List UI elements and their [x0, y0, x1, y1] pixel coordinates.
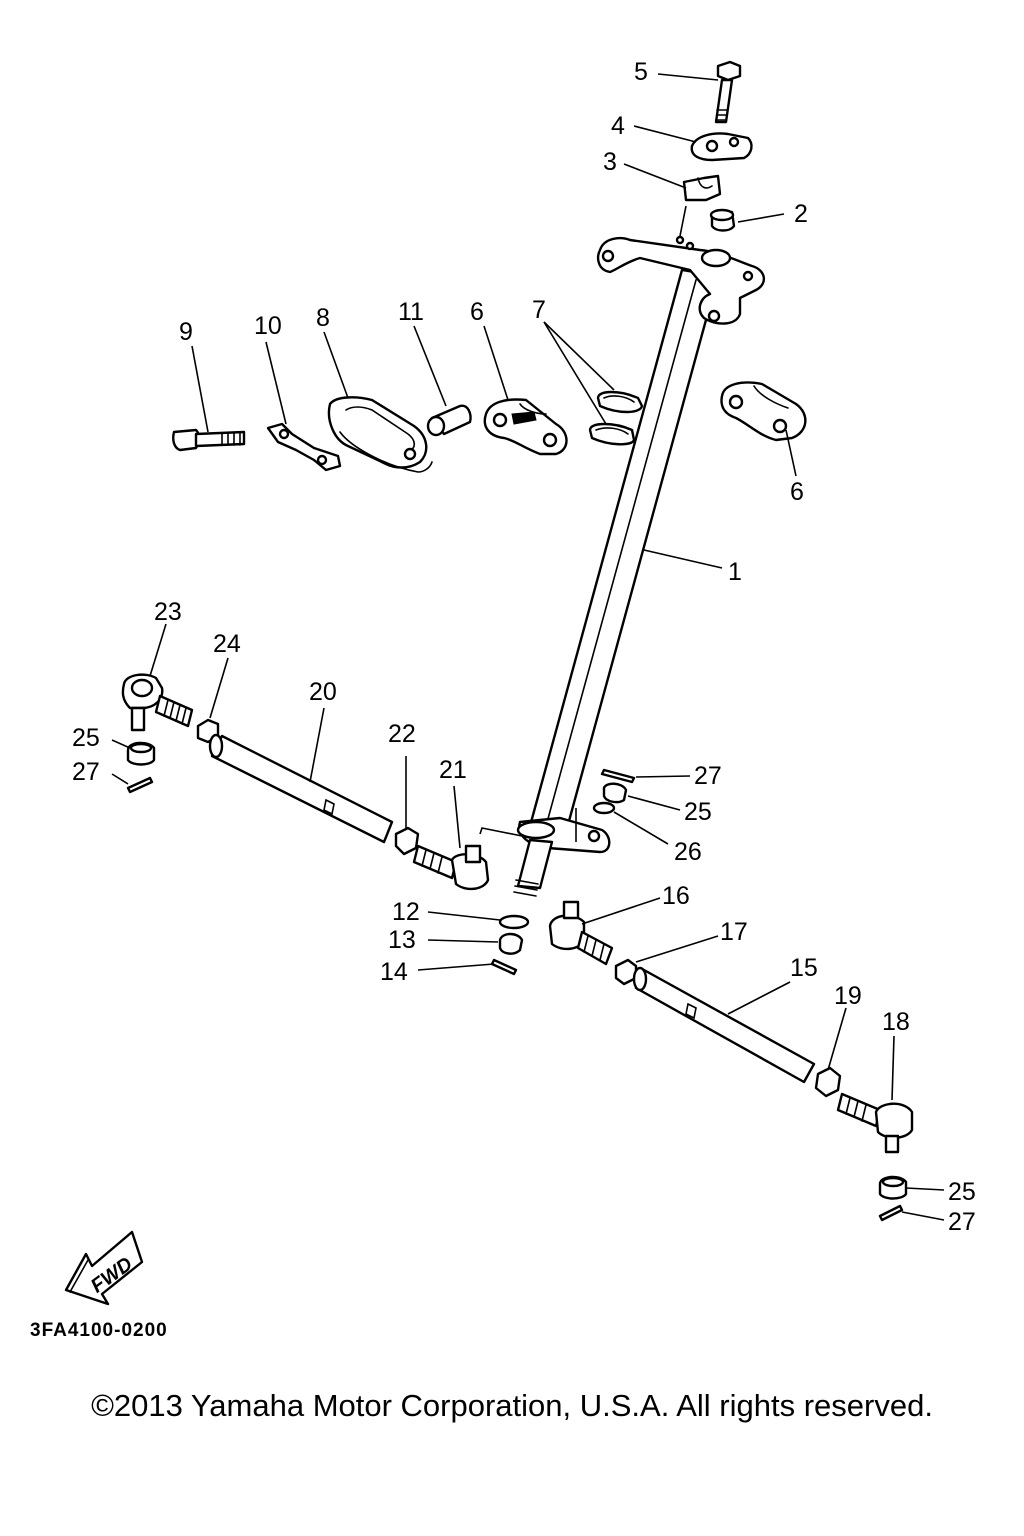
callout-22: 22	[388, 720, 416, 748]
cotter-27-right	[878, 1204, 904, 1222]
callout-20: 20	[309, 678, 337, 706]
fwd-arrow-icon: FWD	[64, 1230, 144, 1306]
callout-8: 8	[316, 304, 330, 332]
callout-17: 17	[720, 918, 748, 946]
callout-25-left: 25	[72, 724, 100, 752]
callout-21: 21	[439, 756, 467, 784]
callout-16: 16	[662, 882, 690, 910]
callout-25-mid: 25	[684, 798, 712, 826]
washer-26	[592, 801, 616, 815]
washer-12	[498, 914, 530, 930]
copyright-notice: ©2013 Yamaha Motor Corporation, U.S.A. A…	[91, 1388, 933, 1423]
callout-24: 24	[213, 630, 241, 658]
part-2-collar	[709, 208, 736, 232]
callout-4: 4	[611, 112, 625, 140]
callout-15: 15	[790, 954, 818, 982]
callout-13: 13	[388, 926, 416, 954]
part-3-bushing	[682, 174, 722, 202]
nut-13	[498, 932, 524, 955]
callout-7: 7	[532, 296, 546, 324]
part-7-bushings	[588, 390, 644, 446]
callout-5: 5	[634, 58, 648, 86]
callout-23: 23	[154, 598, 182, 626]
nut-25-left	[126, 741, 156, 766]
figure-code: 3FA4100-0200	[30, 1320, 168, 1341]
tie-rod-end-23	[121, 673, 194, 732]
callout-6-right: 6	[790, 478, 804, 506]
callout-12: 12	[392, 898, 420, 926]
nut-22	[394, 826, 420, 856]
cotter-27-left	[126, 776, 154, 794]
callout-19: 19	[834, 982, 862, 1010]
part-8-holder	[327, 396, 433, 473]
callout-27-right: 27	[948, 1208, 976, 1236]
callout-2: 2	[794, 200, 808, 228]
tie-rod-20	[208, 733, 394, 844]
part-6-clamp-left	[483, 398, 568, 456]
leader-lines	[111, 73, 945, 1221]
tie-rod-end-18	[836, 1092, 914, 1154]
callout-27-mid: 27	[694, 762, 722, 790]
part-6-clamp-right	[720, 381, 807, 442]
callouts: 5 4 3 2 9 10 8 11 6 7 6 1 23 24 20 25 27…	[72, 58, 976, 1236]
callout-25-right: 25	[948, 1178, 976, 1206]
part-11-bushing	[426, 404, 472, 437]
callout-6: 6	[470, 298, 484, 326]
callout-27-left: 27	[72, 758, 100, 786]
callout-11: 11	[398, 298, 424, 326]
tie-rod-15	[632, 966, 816, 1084]
callout-3: 3	[603, 148, 617, 176]
nut-19	[814, 1066, 842, 1098]
part-4-clamp	[690, 132, 753, 162]
nut-25-right	[878, 1175, 908, 1200]
part-9-bolt	[172, 428, 246, 452]
upper-bracket	[596, 235, 765, 325]
cotter-27-mid	[600, 768, 636, 784]
part-5-bolt	[714, 60, 742, 124]
callout-10: 10	[254, 312, 282, 340]
callout-26: 26	[674, 838, 702, 866]
nut-25-mid	[602, 782, 628, 804]
callout-18: 18	[882, 1008, 910, 1036]
callout-1: 1	[728, 558, 742, 586]
callout-14: 14	[380, 958, 408, 986]
tie-rod-end-16	[548, 900, 614, 966]
callout-9: 9	[179, 318, 193, 346]
steering-shaft	[479, 268, 720, 897]
tie-rod-end-21	[412, 844, 490, 891]
part-10-lock-plate	[266, 422, 342, 472]
cotter-14	[490, 958, 518, 976]
